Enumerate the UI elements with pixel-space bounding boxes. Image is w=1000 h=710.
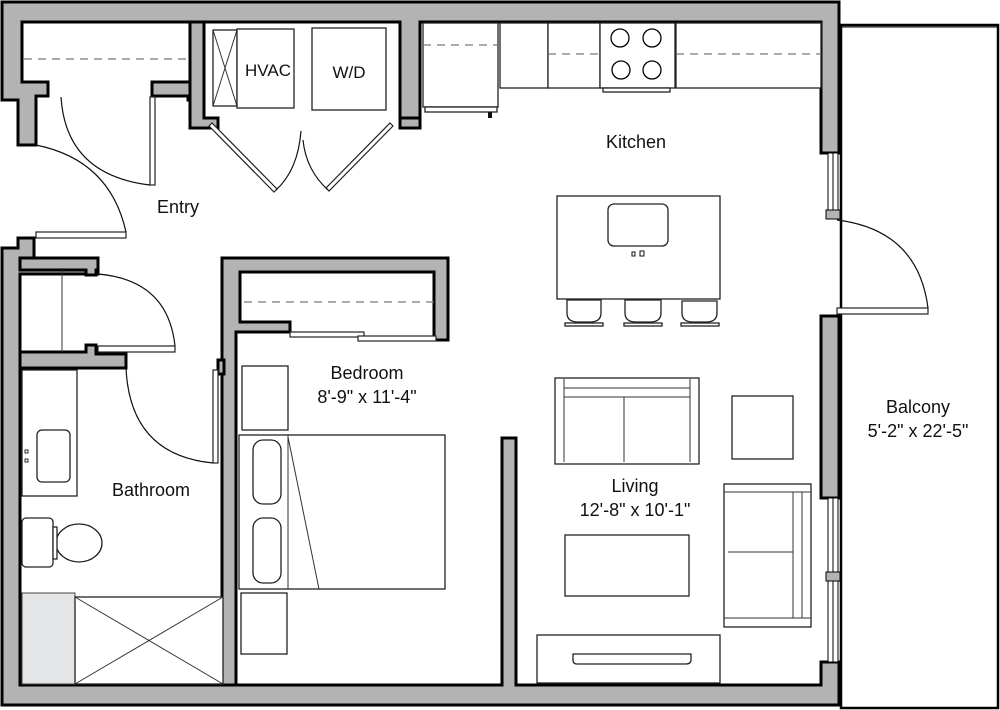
room-label-entry: Entry (157, 195, 199, 219)
room-name: Kitchen (605, 132, 667, 152)
bedroom-furniture (238, 301, 446, 655)
room-label-bedroom: Bedroom 8'-9" x 11'-4" (317, 361, 416, 409)
entry-door[interactable] (35, 144, 127, 239)
toilet-bowl (55, 523, 103, 563)
washer-dryer-label: W/D (332, 63, 366, 82)
closet-bifold-door-right[interactable] (325, 122, 394, 192)
refrigerator (422, 22, 499, 108)
hvac-unit (236, 28, 295, 109)
toilet-tank (21, 517, 54, 568)
exterior-walls (0, 0, 841, 707)
closet-slider-1 (289, 331, 365, 338)
kitchen-island (556, 195, 721, 327)
room-dimensions: 8'-9" x 11'-4" (317, 387, 417, 407)
room-name: Living (611, 476, 659, 496)
shower-seat (21, 592, 76, 685)
sofa (554, 377, 700, 465)
room-name: Bedroom (330, 363, 404, 383)
sink (36, 429, 71, 483)
stove (599, 22, 676, 89)
balcony-area (839, 23, 1000, 710)
loveseat (723, 483, 812, 628)
room-label-kitchen: Kitchen (606, 130, 666, 154)
entry-closet (24, 58, 186, 186)
nightstand-bottom (240, 592, 288, 655)
nightstand-top (241, 365, 289, 431)
side-table (731, 395, 794, 460)
utility-closet (208, 27, 394, 193)
room-name: Balcony (885, 397, 951, 417)
balcony-door[interactable] (836, 219, 929, 315)
linen-closet (61, 268, 176, 353)
bathroom-door[interactable] (125, 367, 219, 464)
closet-bifold-door-left[interactable] (208, 122, 278, 193)
washer-dryer (311, 27, 387, 111)
room-name: Entry (156, 197, 200, 217)
closet-slider-2 (357, 335, 437, 342)
room-dimensions: 5'-2" x 22'-5" (867, 421, 969, 441)
tv (572, 653, 692, 665)
hvac-label: HVAC (245, 61, 291, 80)
coffee-table (564, 534, 690, 597)
bathroom-fixtures (21, 369, 224, 685)
room-label-bathroom: Bathroom (112, 478, 190, 502)
bar-stools (564, 299, 720, 327)
windows (825, 152, 841, 663)
pillow-1 (252, 439, 282, 505)
room-name: Bathroom (111, 480, 191, 500)
pillow-2 (252, 517, 282, 584)
room-label-balcony: Balcony 5'-2" x 22'-5" (868, 395, 969, 443)
room-dimensions: 12'-8" x 10'-1" (579, 500, 691, 520)
living-furniture (536, 377, 812, 684)
room-label-living: Living 12'-8" x 10'-1" (580, 474, 691, 522)
kitchen-counter (422, 22, 822, 118)
